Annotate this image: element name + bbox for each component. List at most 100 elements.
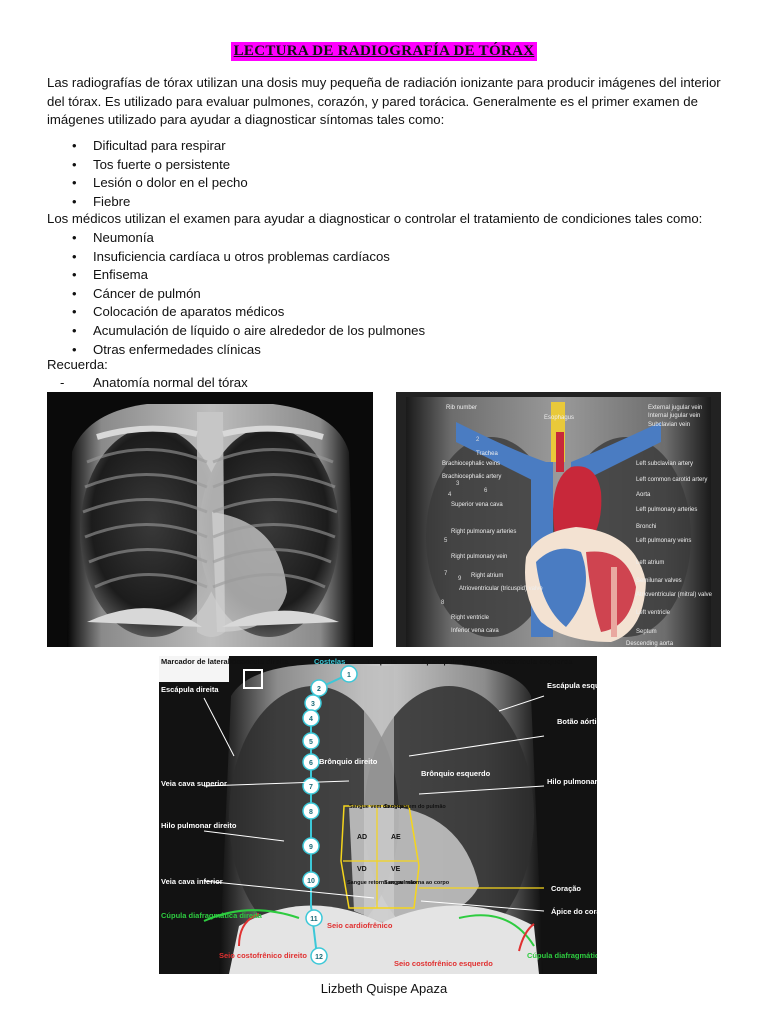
label-cupula-esquerda: Cúpula diafragmática esquerda bbox=[527, 951, 597, 960]
label-left-atrium: Left atrium bbox=[636, 560, 664, 566]
label-left-pulmonary-veins: Left pulmonary veins bbox=[636, 538, 691, 544]
label-brachiocephalic-artery: Brachiocephalic artery bbox=[442, 474, 501, 480]
rib-marker-9: 9 bbox=[309, 844, 313, 851]
label-coracao: Coração bbox=[551, 884, 581, 893]
label-clavicula-direita: Clavícula direita bbox=[231, 657, 289, 666]
list-item: Tos fuerte o persistente bbox=[72, 156, 248, 175]
list-item: Colocación de aparatos médicos bbox=[72, 303, 425, 322]
label-escapula-esquerda: Escápula esquerda bbox=[547, 681, 597, 690]
anatomy-subheading-text: Anatomía normal del tórax bbox=[93, 375, 248, 390]
list-item: Fiebre bbox=[72, 193, 248, 212]
label-trachea: Trachea bbox=[476, 451, 498, 457]
label-retorna-corpo: Sangue retorna ao corpo bbox=[384, 880, 450, 886]
rib-marker-4: 4 bbox=[309, 716, 313, 723]
label-descending-aorta: Descending aorta bbox=[626, 641, 674, 647]
label-bronquio-esquerdo: Brônquio esquerdo bbox=[421, 769, 491, 778]
rib-marker-11: 11 bbox=[310, 916, 318, 923]
label-sangue-corpo: Sangue vem do corpo bbox=[349, 804, 407, 810]
symptoms-list: Dificultad para respirar Tos fuerte o pe… bbox=[72, 137, 248, 211]
label-semilunar-valves: Semilunar valves bbox=[636, 578, 682, 584]
rib-marker-10: 10 bbox=[307, 878, 315, 885]
list-item: Dificultad para respirar bbox=[72, 137, 248, 156]
list-item: Neumonía bbox=[72, 229, 425, 248]
conditions-list: Neumonía Insuficiencia cardíaca u otros … bbox=[72, 229, 425, 359]
list-item: Insuficiencia cardíaca u otros problemas… bbox=[72, 248, 425, 267]
label-inferior-vena-cava: Inferior vena cava bbox=[451, 628, 499, 634]
label-aorta: Aorta bbox=[636, 492, 651, 498]
label-right-atrium: Right atrium bbox=[471, 573, 503, 579]
label-cupula-direita: Cúpula diafragmática direita bbox=[161, 911, 263, 920]
rib-number-8: 8 bbox=[441, 600, 445, 606]
rib-marker-7: 7 bbox=[309, 784, 313, 791]
label-tricuspid-valve: Atrioventricular (tricuspid) valve bbox=[459, 586, 543, 592]
label-right-pulmonary-vein: Right pulmonary vein bbox=[451, 554, 507, 560]
label-bronchi: Bronchi bbox=[636, 524, 656, 530]
label-superior-vena-cava: Superior vena cava bbox=[451, 502, 503, 508]
label-left-subclavian-artery: Left subclavian artery bbox=[636, 461, 693, 467]
label-hilo-esquerdo: Hilo pulmonar esquerdo bbox=[547, 777, 597, 786]
label-vd: VD bbox=[357, 866, 367, 873]
rib-marker-5: 5 bbox=[309, 739, 313, 746]
label-costelas: Costelas bbox=[314, 657, 345, 666]
label-botao-aortico: Botão aórtico bbox=[557, 717, 597, 726]
label-septum: Septum bbox=[636, 629, 657, 635]
chest-xray-plain bbox=[47, 392, 373, 647]
chest-xray-heart-diagram: Rib number Esophagus Trachea Brachioceph… bbox=[396, 392, 721, 647]
label-left-pulmonary-arteries: Left pulmonary arteries bbox=[636, 507, 697, 513]
list-item: Enfisema bbox=[72, 266, 425, 285]
label-mitral-valve: Atrioventricular (mitral) valve bbox=[636, 592, 713, 598]
label-subclavian-vein: Subclavian vein bbox=[648, 422, 690, 428]
label-internal-jugular-vein: Internal jugular vein bbox=[648, 413, 700, 419]
label-left-ventricle: Left ventricle bbox=[636, 610, 671, 616]
label-marcador: Marcador de lateralidade bbox=[161, 657, 249, 666]
list-item: Otras enfermedades clínicas bbox=[72, 341, 425, 360]
title-block: LECTURA DE RADIOGRAFÍA DE TÓRAX bbox=[0, 42, 768, 61]
intro-paragraph: Las radiografías de tórax utilizan una d… bbox=[47, 75, 721, 127]
label-bronquio-direito: Brônquio direito bbox=[319, 757, 378, 766]
conditions-paragraph: Los médicos utilizan el examen para ayud… bbox=[47, 211, 703, 226]
label-ae: AE bbox=[391, 834, 401, 841]
label-left-common-carotid: Left common carotid artery bbox=[636, 477, 707, 483]
rib-number-9: 9 bbox=[458, 576, 462, 582]
rib-number-5: 5 bbox=[444, 538, 448, 544]
label-seio-costofrenico-direito: Seio costofrênico direito bbox=[219, 951, 307, 960]
label-seio-costofrenico-esquerdo: Seio costofrênico esquerdo bbox=[394, 959, 493, 968]
author-name: Lizbeth Quispe Apaza bbox=[320, 981, 448, 996]
label-clavicula-esquerda: Clavícula esquerda bbox=[504, 657, 573, 666]
label-rib-number: Rib number bbox=[446, 405, 477, 411]
rib-marker-1: 1 bbox=[347, 672, 351, 679]
list-item: Cáncer de pulmón bbox=[72, 285, 425, 304]
rib-number-3: 3 bbox=[456, 481, 460, 487]
label-seio-cardiofrenico: Seio cardiofrênico bbox=[327, 921, 393, 930]
label-apice-pulmonar: Ápice pulmonar esquerdo bbox=[421, 657, 514, 666]
label-ve: VE bbox=[391, 866, 401, 873]
rib-marker-8: 8 bbox=[309, 809, 313, 816]
rib-number-2: 2 bbox=[476, 437, 480, 443]
label-right-ventricle: Right ventricle bbox=[451, 615, 490, 621]
document-title: LECTURA DE RADIOGRAFÍA DE TÓRAX bbox=[230, 42, 538, 61]
label-esophagus: Esophagus bbox=[544, 415, 574, 421]
label-retorna-pulmao: Sangue retorna ao pulmão bbox=[347, 880, 417, 886]
list-item: Acumulación de líquido o aire alrededor … bbox=[72, 322, 425, 341]
label-veia-cava-superior: Veia cava superior bbox=[161, 779, 227, 788]
chest-xray-annotated: 1 2 3 4 5 6 7 8 9 10 11 12 bbox=[159, 656, 597, 974]
rib-number-6: 6 bbox=[484, 488, 488, 494]
rib-marker-3: 3 bbox=[311, 701, 315, 708]
label-ad: AD bbox=[357, 834, 367, 841]
anatomy-subheading: -Anatomía normal del tórax bbox=[60, 375, 248, 390]
label-veia-cava-inferior: Veia cava inferior bbox=[161, 877, 223, 886]
label-traqueia: Traquéia bbox=[366, 657, 398, 666]
rib-marker-6: 6 bbox=[309, 760, 313, 767]
rib-number-4: 4 bbox=[448, 492, 452, 498]
label-external-jugular-vein: External jugular vein bbox=[648, 405, 702, 411]
label-brachiocephalic-veins: Brachiocephalic veins bbox=[442, 461, 500, 467]
label-sangue-pulmao: Sangue vem do pulmão bbox=[384, 804, 446, 810]
label-apice-coracao: Ápice do coração bbox=[551, 907, 597, 916]
rib-marker-12: 12 bbox=[315, 954, 323, 961]
rib-marker-2: 2 bbox=[317, 686, 321, 693]
recuerda-label: Recuerda: bbox=[47, 357, 108, 372]
label-escapula-direita: Escápula direita bbox=[161, 685, 219, 694]
label-right-pulmonary-arteries: Right pulmonary arteries bbox=[451, 529, 516, 535]
rib-number-7: 7 bbox=[444, 571, 448, 577]
